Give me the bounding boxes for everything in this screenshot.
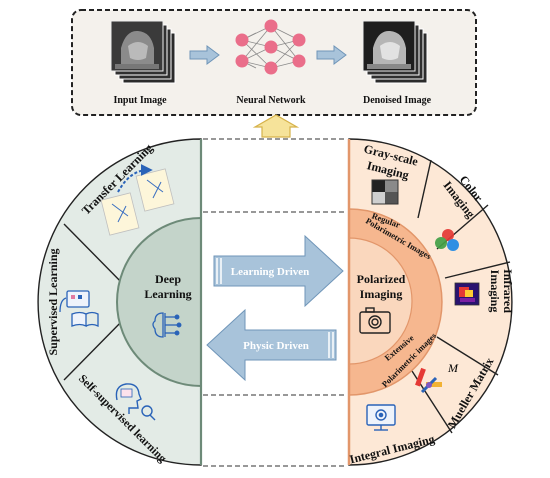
up-arrow: [252, 114, 300, 138]
denoised-image-label: Denoised Image: [363, 95, 432, 106]
dashed-connectors: [203, 138, 347, 467]
left-panel: Deep Learning Transfer Learning Supervis…: [37, 138, 203, 466]
deep-learning-title-1: Deep: [155, 272, 181, 286]
infrared-label-2: Imaging: [488, 270, 502, 313]
self-supervised-icon: [115, 383, 156, 421]
learning-driven-arrow: Learning Driven: [213, 234, 344, 308]
infrared-label-1: Infrared: [501, 269, 515, 313]
supervised-learning-label: Supervised Learning: [46, 248, 60, 355]
physic-driven-arrow: Physic Driven: [206, 308, 337, 382]
integral-imaging-icon: [366, 404, 396, 431]
polarized-imaging-title-1: Polarized: [357, 272, 406, 286]
mueller-matrix-icon: [415, 367, 442, 394]
input-to-network-arrow: [189, 45, 220, 65]
network-to-output-arrow: [316, 45, 347, 65]
grayscale-icon: [371, 179, 399, 205]
deep-learning-title-2: Learning: [144, 287, 191, 301]
top-panel: Input Image Neural Network Denoised Imag…: [71, 9, 477, 116]
transfer-learning-icon: [100, 164, 175, 236]
physic-driven-label: Physic Driven: [243, 340, 309, 352]
input-image-label: Input Image: [113, 95, 167, 106]
input-image-stack: [110, 20, 176, 84]
supervised-learning-icon: [59, 290, 99, 328]
neural-network-label: Neural Network: [236, 95, 306, 106]
left-inner-semicircle: [116, 216, 202, 388]
neural-network-icon: [235, 19, 306, 75]
rgb-color-icon: [435, 229, 459, 251]
denoised-image-stack: [362, 20, 428, 84]
mueller-symbol: M: [447, 361, 459, 375]
brain-circuit-icon: [152, 312, 182, 338]
infrared-thermal-icon: [454, 282, 480, 306]
camera-icon: [359, 307, 391, 334]
right-panel: Polarized Imaging Regular Polarimetric I…: [347, 138, 515, 466]
polarized-imaging-title-2: Imaging: [360, 287, 403, 301]
learning-driven-label: Learning Driven: [231, 266, 310, 278]
